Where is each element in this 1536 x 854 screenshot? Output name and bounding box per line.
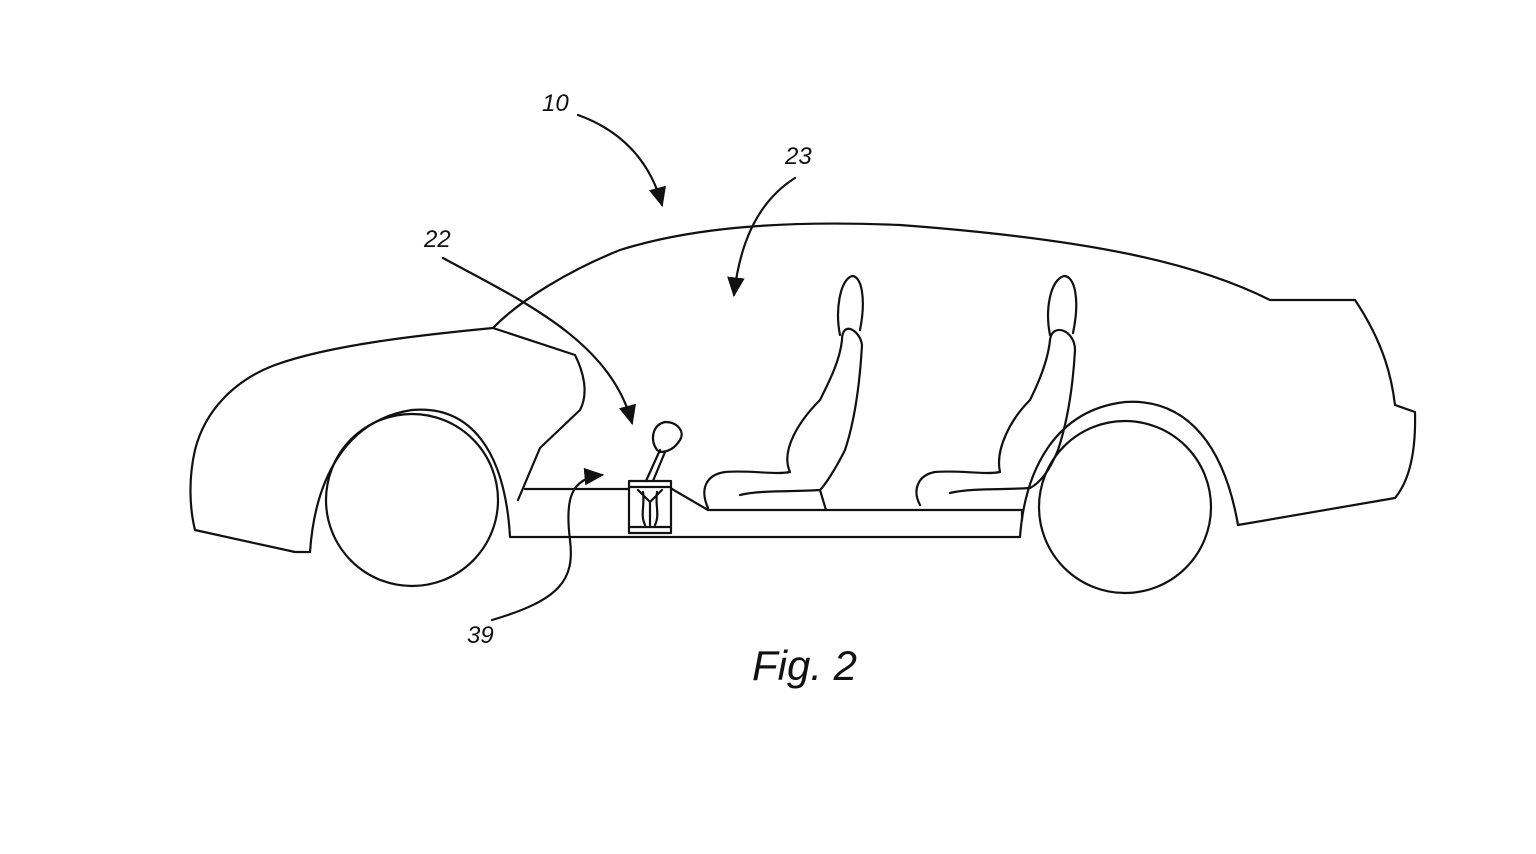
label-39: 39 <box>467 622 494 649</box>
shifter-assembly <box>627 420 683 535</box>
leader-23 <box>727 176 797 298</box>
front-seat <box>703 274 864 512</box>
label-22: 22 <box>424 226 451 253</box>
car-body-outline <box>189 222 1417 554</box>
figure-caption: Fig. 2 <box>752 642 858 689</box>
firewall-line <box>491 326 586 502</box>
rear-wheel <box>1037 419 1213 595</box>
floor-line <box>523 487 1024 522</box>
leader-39 <box>490 467 605 622</box>
leader-10 <box>576 113 666 208</box>
label-10: 10 <box>542 90 569 117</box>
rear-seat <box>915 274 1078 507</box>
label-23: 23 <box>785 143 812 170</box>
leader-22 <box>441 256 636 426</box>
front-wheel <box>324 412 500 588</box>
